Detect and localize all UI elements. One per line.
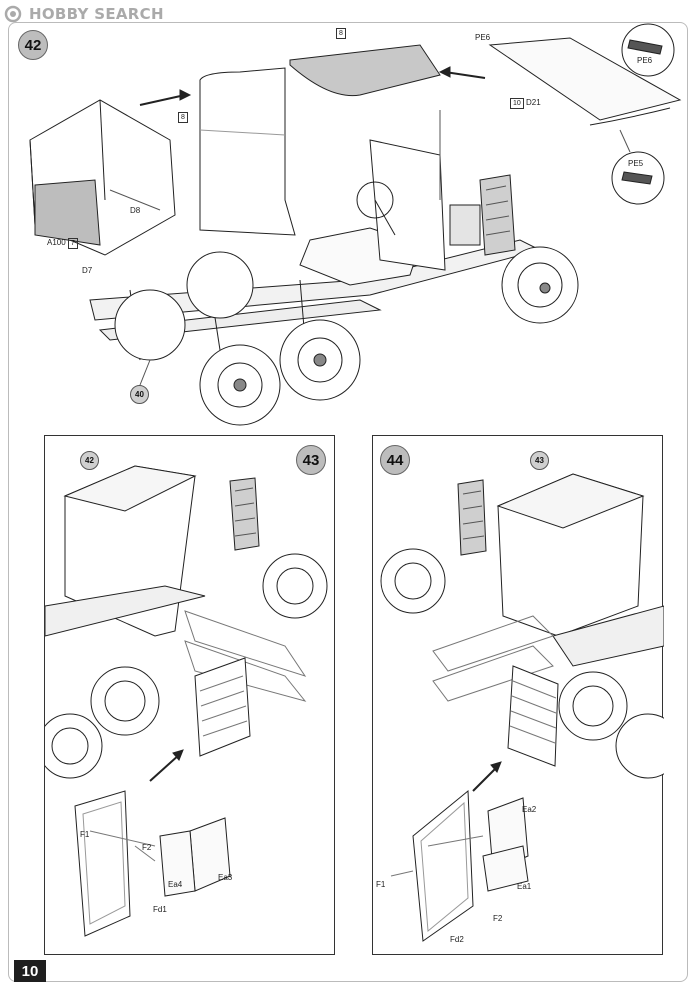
part-label-f1-43: F1 xyxy=(80,830,90,839)
part-label-pe6: PE6 xyxy=(475,33,491,42)
part-label-f2-44: F2 xyxy=(493,914,503,923)
page-number: 10 xyxy=(14,960,46,982)
step-42-illustration xyxy=(29,23,682,426)
part-box-roof-num: 8 xyxy=(336,28,346,39)
part-box-cab-num: 8 xyxy=(178,112,188,123)
part-label-fd2: Fd2 xyxy=(450,935,464,944)
hobby-search-logo-icon xyxy=(4,5,22,23)
part-label-a100: A100 7 xyxy=(47,238,78,249)
part-label-pe5: PE5 xyxy=(628,159,644,168)
page-frame xyxy=(8,22,688,982)
part-label-d8: D8 xyxy=(130,206,141,215)
part-box-roof: 8 xyxy=(336,28,346,39)
part-label-f2-43: F2 xyxy=(142,843,152,852)
part-label-ea4: Ea4 xyxy=(168,880,183,889)
part-box-a100: 7 xyxy=(67,238,78,249)
part-label-ea3: Ea3 xyxy=(218,873,233,882)
part-label-d21: 10 D21 xyxy=(510,98,541,109)
step-43-illustration xyxy=(45,465,328,937)
step-43-badge: 43 xyxy=(296,445,326,475)
step-42-badge: 42 xyxy=(18,30,48,60)
step-44-illustration xyxy=(380,473,664,942)
part-box-cab: 8 xyxy=(178,112,188,123)
part-label-fd1: Fd1 xyxy=(153,905,167,914)
watermark: HOBBY SEARCH xyxy=(4,3,164,25)
step-44-badge: 44 xyxy=(380,445,410,475)
ref-step-43-badge: 43 xyxy=(530,451,549,470)
part-label-d7: D7 xyxy=(82,266,93,275)
step-44-panel xyxy=(372,435,664,955)
step-43-panel xyxy=(44,435,335,955)
part-label-ea1: Ea1 xyxy=(517,882,532,891)
part-label-pe6-detail: PE6 xyxy=(637,56,653,65)
part-label-f1-44: F1 xyxy=(376,880,386,889)
ref-step-42-badge: 42 xyxy=(80,451,99,470)
part-box-d21: 10 xyxy=(510,98,524,109)
part-label-ea2: Ea2 xyxy=(522,805,537,814)
part-label-d21-text: D21 xyxy=(526,98,541,107)
part-label-a100-text: A100 xyxy=(47,238,66,247)
watermark-text: HOBBY SEARCH xyxy=(29,5,164,23)
ref-step-40-badge: 40 xyxy=(130,385,149,404)
